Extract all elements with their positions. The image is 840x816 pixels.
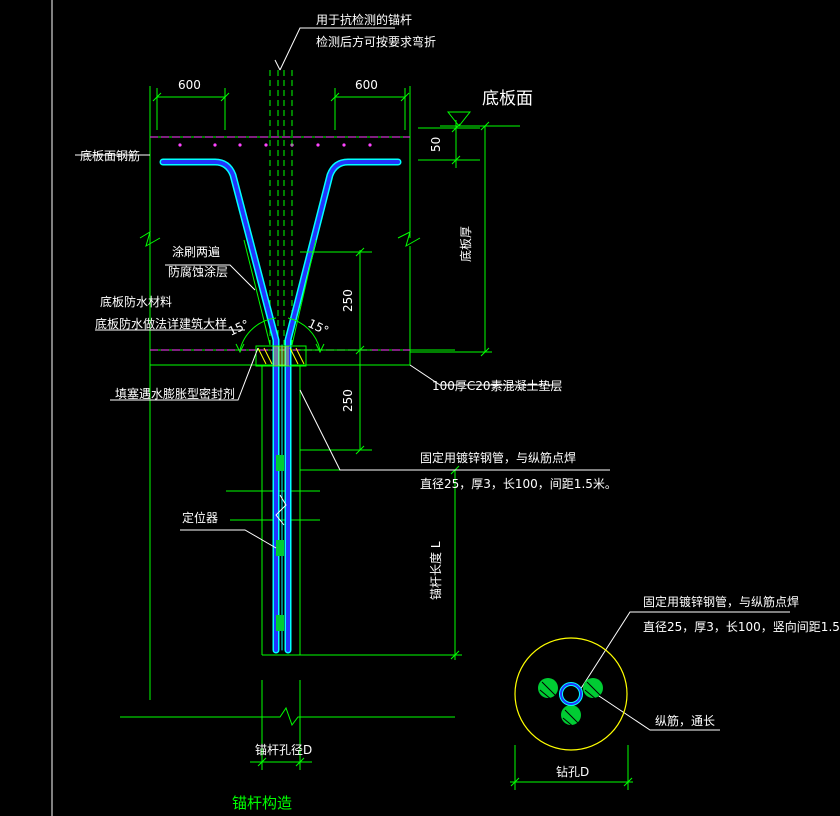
locator-label: 定位器	[182, 510, 218, 525]
sealant-block	[255, 345, 307, 367]
dim-600-right: 600	[355, 78, 378, 92]
section-pipe-line1: 固定用镀锌钢管，与纵筋点焊	[643, 594, 799, 609]
main-anchor-rebar	[159, 158, 402, 654]
pipe-label-line2: 直径25，厚3，长100，间距1.5米。	[420, 477, 617, 491]
dim-250-upper: 250	[341, 289, 355, 312]
slab-top-label: 底板面	[482, 89, 533, 109]
slab-rebar-label: 底板面钢筋	[80, 148, 140, 163]
section-hole-label: 钻孔D	[556, 764, 589, 779]
top-note-line2: 检测后方可按要求弯折	[316, 34, 436, 49]
coating-lines	[243, 239, 317, 346]
sealant-label: 填塞遇水膨胀型密封剂	[115, 386, 235, 401]
angle-arcs	[235, 317, 325, 354]
locator-zigzag	[275, 494, 287, 526]
cushion-label: 100厚C20素混凝土垫层	[432, 378, 563, 393]
slab-outline	[120, 86, 455, 727]
hole-diameter-label: 锚杆孔径D	[255, 742, 312, 757]
test-anchor-dashed	[269, 70, 293, 345]
pipe-label-line1: 固定用镀锌钢管，与纵筋点焊	[420, 450, 576, 465]
dimension-lines	[152, 88, 633, 790]
section-pipe-line2: 直径25，厚3，长100，竖向间距1.5米。	[643, 619, 840, 634]
dim-600-left: 600	[178, 78, 201, 92]
coating-label-line2: 防腐蚀涂层	[168, 264, 228, 279]
fixing-pipes	[276, 455, 284, 631]
section-bars-label: 纵筋，通长	[655, 713, 715, 728]
rebar-dots	[178, 143, 372, 147]
coating-label-line1: 涂刷两遍	[172, 244, 220, 259]
leader-lines	[75, 27, 790, 731]
anchor-length-label: 锚杆长度 L	[428, 541, 443, 600]
drawing-title: 锚杆构造	[232, 794, 292, 812]
angle-right-label: 15°	[306, 316, 331, 338]
waterproof-label-line2: 底板防水做法详建筑大样	[95, 316, 227, 331]
angle-left-label: 15°	[226, 317, 251, 339]
dim-250-lower: 250	[341, 389, 355, 412]
slab-thickness-label: 底板厚	[458, 226, 473, 262]
waterproof-label-line1: 底板防水材料	[100, 294, 172, 309]
section-view	[514, 637, 628, 751]
top-note-line1: 用于抗检测的锚杆	[316, 12, 412, 27]
dim-50: 50	[429, 137, 443, 152]
